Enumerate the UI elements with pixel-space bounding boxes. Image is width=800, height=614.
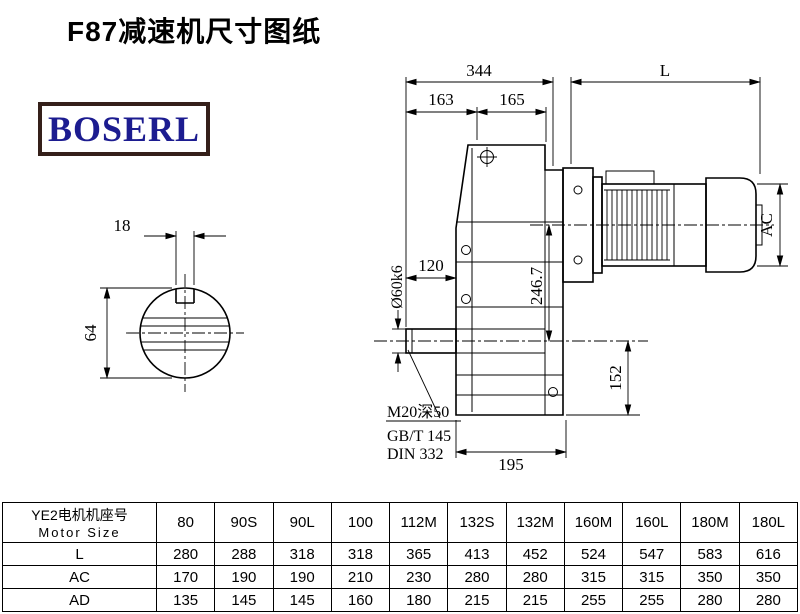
dim-L: L xyxy=(570,61,761,174)
centerlines xyxy=(374,224,774,342)
row-label: L xyxy=(2,542,157,566)
dim-L-label: L xyxy=(660,61,670,80)
cell: 215 xyxy=(447,588,507,612)
dim-344-label: 344 xyxy=(466,61,492,80)
cell: 350 xyxy=(738,565,799,589)
cell: 315 xyxy=(622,565,682,589)
page-title: F87减速机尺寸图纸 xyxy=(67,16,322,47)
table-header-cell: 160M xyxy=(563,502,624,543)
cell: 350 xyxy=(680,565,740,589)
dim-165: 165 xyxy=(476,90,547,116)
dim-AC: AC xyxy=(757,183,788,267)
table-row-L: L 280 288 318 318 365 413 452 524 547 58… xyxy=(2,542,799,566)
shaft-section-view xyxy=(126,274,244,392)
cell: 280 xyxy=(155,542,216,566)
cell: 547 xyxy=(622,542,682,566)
dim-152: 152 xyxy=(566,340,640,416)
table-header-cell: 90L xyxy=(272,502,332,543)
thread-note-label: M20深50 xyxy=(387,403,449,421)
din-standard-label: DIN 332 xyxy=(387,446,443,463)
cell: 318 xyxy=(330,542,391,566)
table-header-motor-size: YE2电机机座号 Motor Size xyxy=(2,502,157,543)
row-label: AC xyxy=(2,565,157,589)
motor-cooling-fins xyxy=(606,190,668,260)
dim-163-label: 163 xyxy=(428,90,454,109)
cell: 280 xyxy=(738,588,799,612)
table-header-cell: 100 xyxy=(330,502,391,543)
table-header-cell: 90S xyxy=(214,502,274,543)
table-header-row: YE2电机机座号 Motor Size 80 90S 90L 100 112M … xyxy=(2,502,799,543)
dim-120-label: 120 xyxy=(418,256,444,275)
cell: 210 xyxy=(330,565,391,589)
cell: 365 xyxy=(389,542,449,566)
dim-18: 18 xyxy=(114,216,226,285)
cell: 413 xyxy=(447,542,507,566)
table-header-cell: 180L xyxy=(738,502,799,543)
gb-standard-label: GB/T 145 xyxy=(387,428,451,445)
cell: 288 xyxy=(214,542,274,566)
dim-246-7-label: 246.7 xyxy=(527,266,546,305)
cell: 145 xyxy=(214,588,274,612)
cell: 616 xyxy=(738,542,799,566)
thread-note: M20深50 GB/T 145 DIN 332 xyxy=(386,349,461,463)
dim-195: 195 xyxy=(455,420,567,474)
dim-344: 344 xyxy=(405,61,554,327)
table-header-cell: 132S xyxy=(447,502,507,543)
table-header-cell: 160L xyxy=(622,502,682,543)
dim-64-label: 64 xyxy=(81,324,100,342)
table-row-AD: AD 135 145 145 160 180 215 215 255 255 2… xyxy=(2,588,799,612)
dim-shaft-diameter: Ø60k6 xyxy=(389,265,406,372)
motor-size-header-cn: YE2电机机座号 xyxy=(31,507,128,523)
gearbox-housing xyxy=(455,144,564,416)
cell: 135 xyxy=(155,588,216,612)
cell: 315 xyxy=(563,565,624,589)
dim-shaft-dia-label: Ø60k6 xyxy=(389,265,406,309)
table-header-cell: 180M xyxy=(680,502,740,543)
cell: 280 xyxy=(447,565,507,589)
dim-165-label: 165 xyxy=(499,90,525,109)
cell: 255 xyxy=(622,588,682,612)
motor xyxy=(562,167,763,283)
motor-size-header-en: Motor Size xyxy=(38,525,121,540)
dim-163: 163 xyxy=(405,90,547,142)
cell: 583 xyxy=(680,542,740,566)
cell: 160 xyxy=(330,588,391,612)
motor-size-table: YE2电机机座号 Motor Size 80 90S 90L 100 112M … xyxy=(2,502,799,612)
boserl-logo: BOSERL xyxy=(38,102,210,156)
table-header-cell: 80 xyxy=(155,502,216,543)
cell: 190 xyxy=(272,565,332,589)
cell: 170 xyxy=(155,565,216,589)
dim-AC-label: AC xyxy=(757,213,776,237)
dim-152-label: 152 xyxy=(606,365,625,391)
cell: 215 xyxy=(505,588,565,612)
dim-246-7: 246.7 xyxy=(527,224,553,342)
output-shaft xyxy=(405,328,545,354)
cell: 452 xyxy=(505,542,565,566)
cell: 180 xyxy=(389,588,449,612)
dim-64: 64 xyxy=(81,287,172,379)
dim-120: 120 xyxy=(405,256,457,282)
cell: 318 xyxy=(272,542,332,566)
cell: 524 xyxy=(563,542,624,566)
cell: 280 xyxy=(505,565,565,589)
cell: 145 xyxy=(272,588,332,612)
cell: 255 xyxy=(563,588,624,612)
boserl-logo-text: BOSERL xyxy=(47,109,201,149)
table-header-cell: 132M xyxy=(505,502,565,543)
table-header-cell: 112M xyxy=(389,502,449,543)
table-row-AC: AC 170 190 190 210 230 280 280 315 315 3… xyxy=(2,565,799,589)
dim-18-label: 18 xyxy=(114,216,131,235)
cell: 190 xyxy=(214,565,274,589)
dim-195-label: 195 xyxy=(498,455,524,474)
cell: 280 xyxy=(680,588,740,612)
cell: 230 xyxy=(389,565,449,589)
row-label: AD xyxy=(2,588,157,612)
